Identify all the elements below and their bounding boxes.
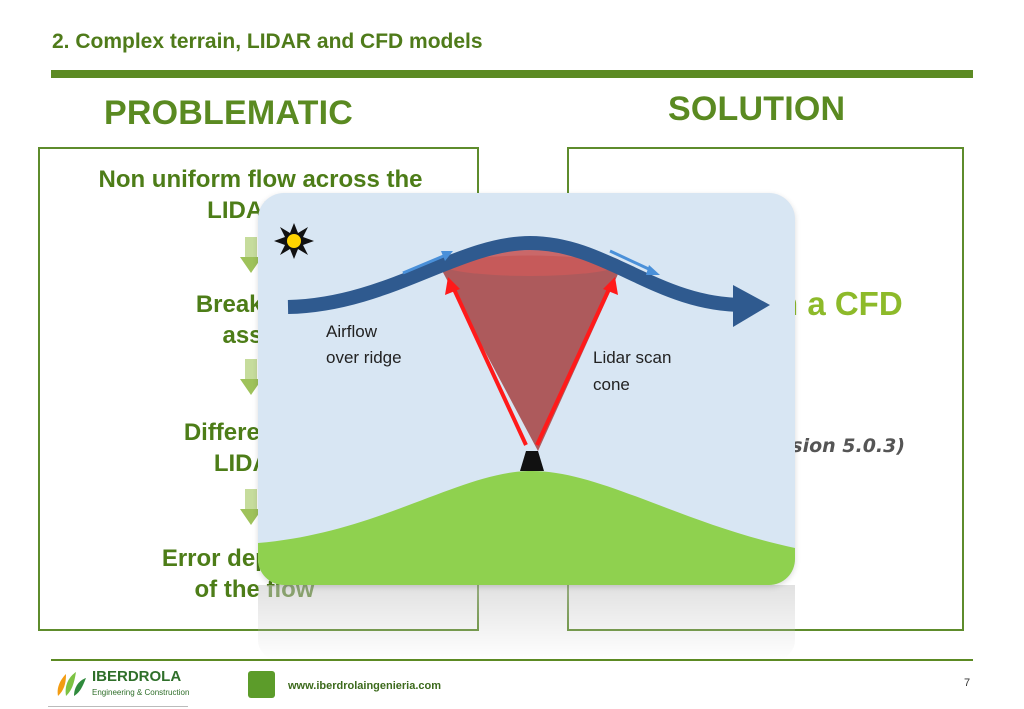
airflow-arrow-icon: [287, 235, 749, 314]
logo-underline: [48, 706, 188, 707]
beam-arrowhead-left: [445, 277, 460, 295]
lidar-diagram-graphic: Airflow over ridge Lidar scan cone: [258, 223, 795, 585]
lidar-beam-right: [535, 286, 612, 446]
brand-subtitle: Engineering & Construction: [92, 688, 190, 697]
wind-arrow-left: [402, 253, 447, 275]
airflow-arrowhead: [733, 285, 770, 327]
wind-arrowhead-left: [441, 251, 453, 261]
lidar-device-icon: [520, 451, 544, 471]
lidar-diagram: Airflow over ridge Lidar scan cone: [258, 193, 795, 585]
down-arrow-icon: [240, 489, 262, 527]
solution-heading: SOLUTION: [668, 90, 846, 128]
wind-arrow-right: [609, 249, 654, 273]
lidar-beam-left: [451, 286, 528, 446]
airflow-label-1: Airflow: [326, 322, 378, 341]
lidar-label-1: Lidar scan: [593, 348, 671, 367]
page-number: 7: [964, 677, 971, 689]
scan-cone: [438, 255, 623, 451]
iberdrola-leaf-icon: [57, 672, 86, 696]
ground-hill: [258, 470, 795, 585]
down-arrow-icon: [240, 359, 262, 397]
brand-name: IBERDROLA: [92, 668, 182, 685]
down-arrow-icon: [240, 237, 262, 275]
overlay-reflection: [258, 585, 795, 660]
beam-arrowhead-right: [603, 277, 618, 295]
footer-url[interactable]: www.iberdrolaingenieria.com: [288, 680, 442, 692]
iberdrola-logo: IBERDROLA Engineering & Construction: [54, 666, 194, 702]
header-divider: [51, 70, 973, 78]
solution-note: ersion 5.0.3): [769, 435, 906, 457]
problematic-heading: PROBLEMATIC: [104, 94, 353, 132]
footer-leaf-badge-icon: [248, 671, 275, 698]
wind-arrowhead-right: [646, 265, 660, 275]
footer-divider: [51, 659, 973, 661]
slide-title: 2. Complex terrain, LIDAR and CFD models: [52, 30, 483, 53]
airflow-label-2: over ridge: [326, 348, 402, 367]
lidar-label-2: cone: [593, 375, 630, 394]
sun-icon: [274, 223, 314, 259]
